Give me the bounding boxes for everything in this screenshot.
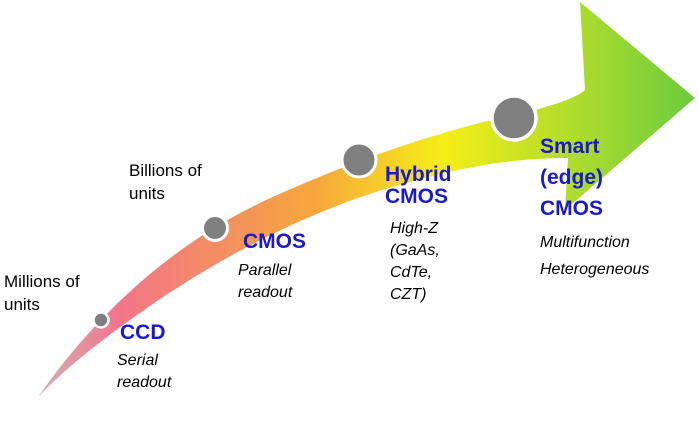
cmos-title: CMOS [243,231,306,253]
stage-description-line: (GaAs, [390,242,440,259]
volume-label-line: Millions of [4,272,80,291]
stage-description-line: High-Z [390,220,439,237]
stage-title-line: (edge) [540,166,603,189]
stage-description-line: readout [117,374,172,391]
stage-title-line: CMOS [385,185,448,208]
stage-description-line: Multifunction [540,234,630,251]
stage-title-line: Hybrid [385,163,452,186]
ccd-marker-icon [92,311,110,329]
volume-label-line: units [129,184,165,203]
stage-description-line: CdTe, [390,264,433,281]
stage-title-line: CCD [120,321,166,344]
stage-description-line: Heterogeneous [540,261,650,278]
stage-description-line: Parallel [238,262,292,279]
hybrid-cmos-title: Hybrid CMOS [385,164,452,208]
hybrid-cmos-marker-icon [340,141,378,179]
billions-of-units-label: Billions of units [129,159,202,205]
cmos-marker-icon [201,214,229,242]
hybrid-cmos-description: High-Z (GaAs, CdTe, CZT) [390,218,440,306]
volume-label-line: units [4,295,40,314]
millions-of-units-label: Millions of units [4,270,80,316]
stage-description-line: CZT) [390,286,427,303]
ccd-description: Serial readout [117,350,171,394]
stage-description-line: readout [238,284,293,301]
smart-cmos-description: Multifunction Heterogeneous [540,229,649,283]
volume-label-line: Billions of [129,161,202,180]
stage-title-line: CMOS [243,230,306,253]
stage-description-line: Serial [117,352,158,369]
stage-title-line: CMOS [540,197,603,220]
smart-cmos-title: Smart (edge) CMOS [540,131,603,224]
stage-title-line: Smart [540,135,600,158]
smart-cmos-marker-icon [490,94,538,142]
cmos-description: Parallel readout [238,260,292,304]
ccd-title: CCD [120,322,166,344]
